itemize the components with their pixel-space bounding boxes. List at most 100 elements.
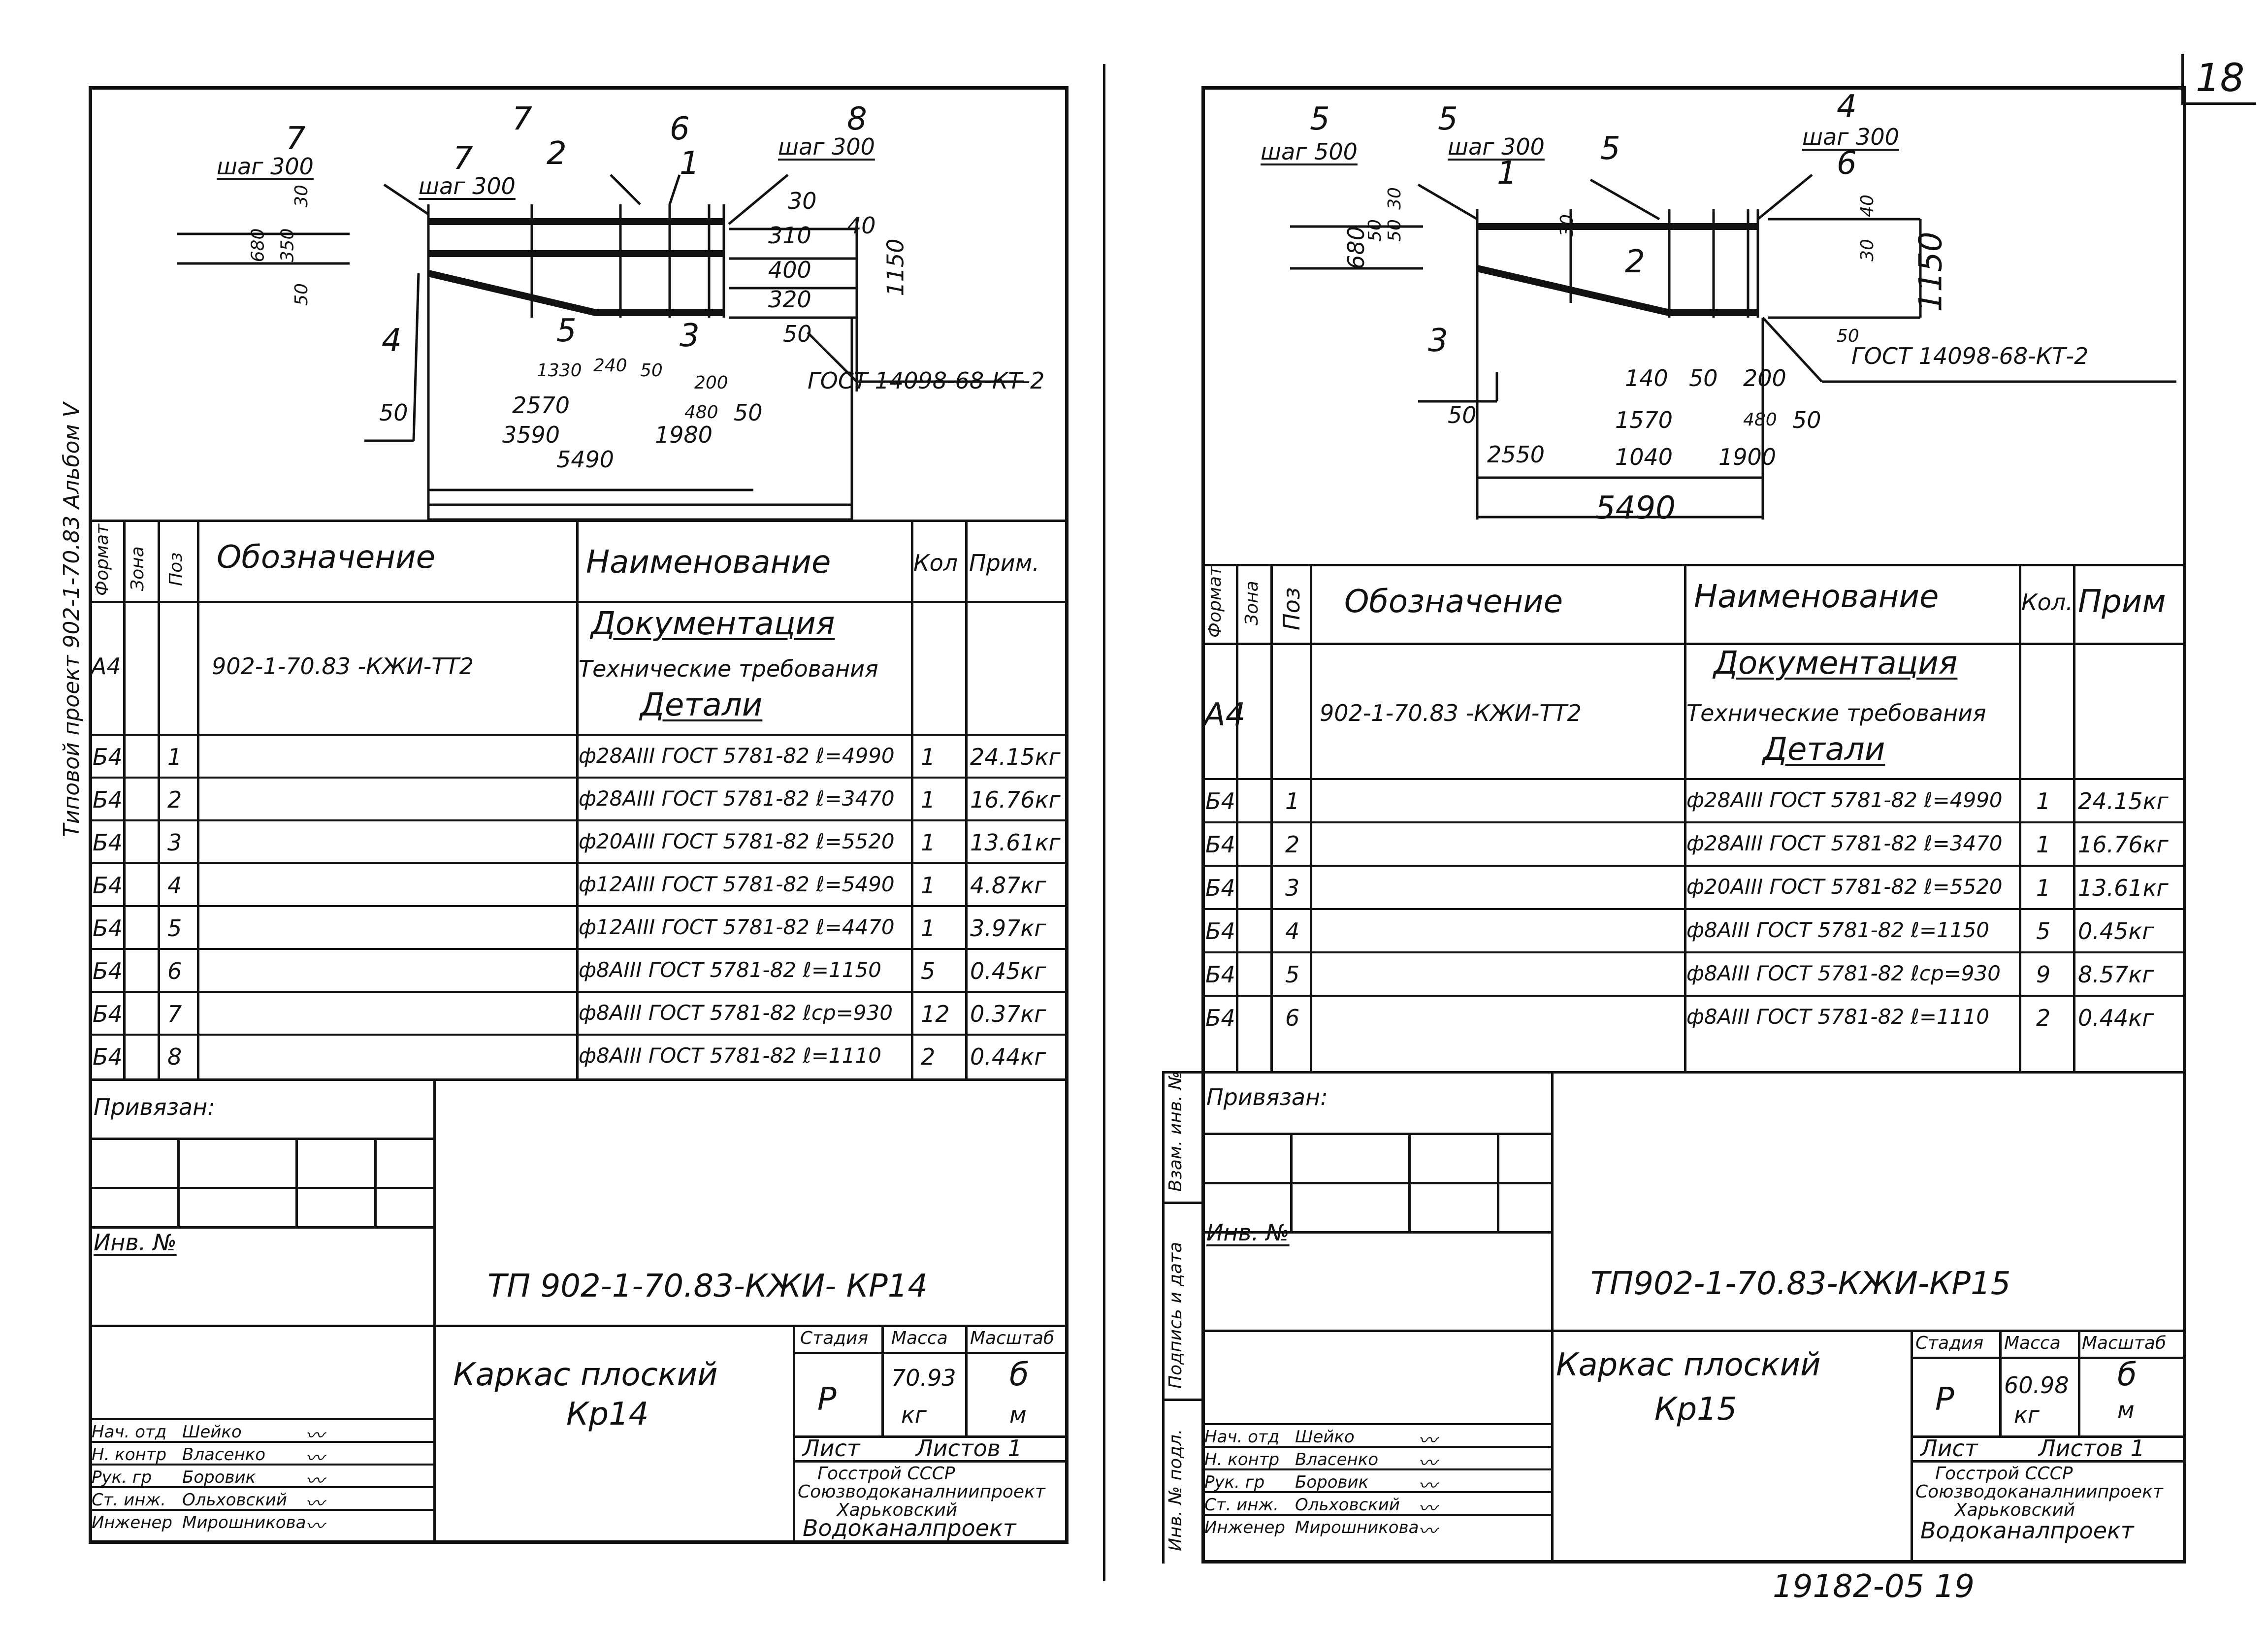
spec-cell-note: 3.97кг	[970, 914, 1046, 942]
left-dim-480: 480	[684, 402, 718, 423]
right-org2: Союзводоканалниипроект	[1915, 1482, 2163, 1502]
spec-cell-name: ф8АIII ГОСТ 5781-82 ℓср=930	[1686, 961, 2001, 985]
right-stamp-vzam: Взам. инв. №	[1166, 1071, 1186, 1192]
left-org4: Водоканалпроект	[803, 1515, 1016, 1541]
spec-cell-format: Б4	[93, 786, 123, 813]
spec-cell-qty: 1	[2036, 831, 2051, 858]
right-org1: Госстрой СССР	[1935, 1464, 2073, 1484]
spec-cell-qty: 1	[921, 786, 936, 813]
right-label-1: 1	[1497, 155, 1517, 192]
spec-cell-note: 0.37кг	[970, 1000, 1046, 1027]
right-dim-2550: 2550	[1487, 441, 1545, 468]
right-section-doc: Документация	[1714, 645, 1958, 682]
left-label-2: 2	[547, 135, 567, 172]
left-h-mass: Масса	[891, 1328, 948, 1348]
right-dim-left-30a: 30	[1384, 187, 1405, 210]
spec-cell-format: Б4	[93, 743, 123, 770]
right-h-format: Формат	[1205, 565, 1225, 638]
right-scale-top: б	[2117, 1357, 2137, 1393]
spec-cell-pos: 6	[167, 957, 182, 984]
spec-cell-name: ф8АIII ГОСТ 5781-82 ℓ=1110	[579, 1043, 881, 1068]
spec-cell-pos: 3	[167, 829, 182, 856]
right-stage: Р	[1935, 1381, 1954, 1418]
left-label-7b: 7	[453, 140, 473, 177]
spec-cell-note: 0.45кг	[970, 957, 1046, 984]
center-fold-line	[1103, 64, 1105, 1581]
signer-role: Н. контр	[1204, 1450, 1280, 1469]
left-dim-right-320: 320	[768, 286, 811, 313]
spec-cell-pos: 4	[1285, 918, 1300, 945]
spec-cell-name: ф12АIII ГОСТ 5781-82 ℓ=4470	[579, 914, 895, 939]
left-dim-right-310: 310	[768, 222, 811, 249]
right-h-pos: Поз	[1278, 587, 1305, 630]
left-label-7a: 7	[286, 121, 306, 157]
bottom-stamp: 19182-05 19	[1773, 1568, 1975, 1605]
right-label-step-a: шаг 500	[1261, 138, 1358, 165]
spec-cell-format: Б4	[1205, 1005, 1235, 1031]
signer-role: Н. контр	[92, 1445, 167, 1465]
right-dim-50c: 50	[1792, 407, 1821, 433]
spec-cell-note: 13.61кг	[970, 829, 1061, 856]
spec-cell-qty: 5	[921, 957, 936, 984]
right-dim-50b: 50	[1689, 365, 1718, 391]
left-label-6: 6	[670, 111, 690, 147]
spec-cell-qty: 9	[2036, 961, 2051, 988]
right-stamp-sign-date: Подпись и дата	[1166, 1241, 1186, 1389]
spec-cell-name: ф8АIII ГОСТ 5781-82 ℓср=930	[579, 1000, 893, 1025]
left-doc-code: 902-1-70.83 -КЖИ-ТТ2	[212, 653, 474, 680]
right-h-mass: Масса	[2004, 1333, 2061, 1353]
spec-cell-name: ф8АIII ГОСТ 5781-82 ℓ=1110	[1686, 1005, 1989, 1029]
signature-mark: 〰	[1418, 1520, 1437, 1542]
right-dim-1570: 1570	[1615, 407, 1673, 433]
right-privyazan: Привязан:	[1206, 1084, 1328, 1110]
left-org1: Госстрой СССР	[817, 1464, 955, 1484]
right-doc-name: Технические требования	[1686, 700, 1986, 726]
spec-cell-pos: 5	[167, 914, 182, 942]
signer-name: Ольховский	[182, 1490, 287, 1510]
left-dim-left-30: 30	[291, 185, 312, 207]
spec-cell-pos: 2	[167, 786, 182, 813]
left-h-zone: Зона	[128, 546, 148, 591]
spec-cell-format: Б4	[1205, 875, 1235, 901]
right-sheet	[1201, 86, 2186, 1564]
right-sheet-label: Лист	[1920, 1435, 1978, 1462]
spec-cell-name: ф8АIII ГОСТ 5781-82 ℓ=1150	[579, 957, 881, 982]
left-sheet-label: Лист	[803, 1435, 860, 1462]
signer-role: Рук. гр	[92, 1467, 152, 1487]
right-dim-left-50a: 50	[1384, 219, 1405, 242]
signer-name: Мирошникова	[1295, 1518, 1419, 1537]
right-h-name: Наименование	[1694, 579, 1939, 615]
left-dim-right-1150: 1150	[882, 238, 909, 296]
spec-cell-pos: 2	[1285, 831, 1300, 858]
left-dim-right-30: 30	[788, 188, 817, 214]
signer-name: Мирошникова	[182, 1513, 306, 1532]
right-dim-1040: 1040	[1615, 444, 1673, 470]
spec-cell-note: 4.87кг	[970, 872, 1046, 899]
right-gost: ГОСТ 14098-68-КТ-2	[1851, 343, 2089, 369]
spec-cell-note: 13.61кг	[2078, 875, 2169, 901]
right-label-step-c: шаг 300	[1802, 124, 1899, 150]
signer-role: Инженер	[92, 1513, 172, 1532]
spec-cell-pos: 3	[1285, 875, 1300, 901]
right-dim-left-30b: 30	[1556, 214, 1577, 237]
left-privyazan: Привязан:	[94, 1094, 215, 1120]
left-callout-3: 3	[680, 318, 700, 354]
left-dim-50c: 50	[734, 399, 763, 426]
spec-cell-format: Б4	[93, 829, 123, 856]
spec-cell-format: Б4	[93, 914, 123, 942]
right-stamp-inv-podl: Инв. № подл.	[1166, 1429, 1186, 1551]
